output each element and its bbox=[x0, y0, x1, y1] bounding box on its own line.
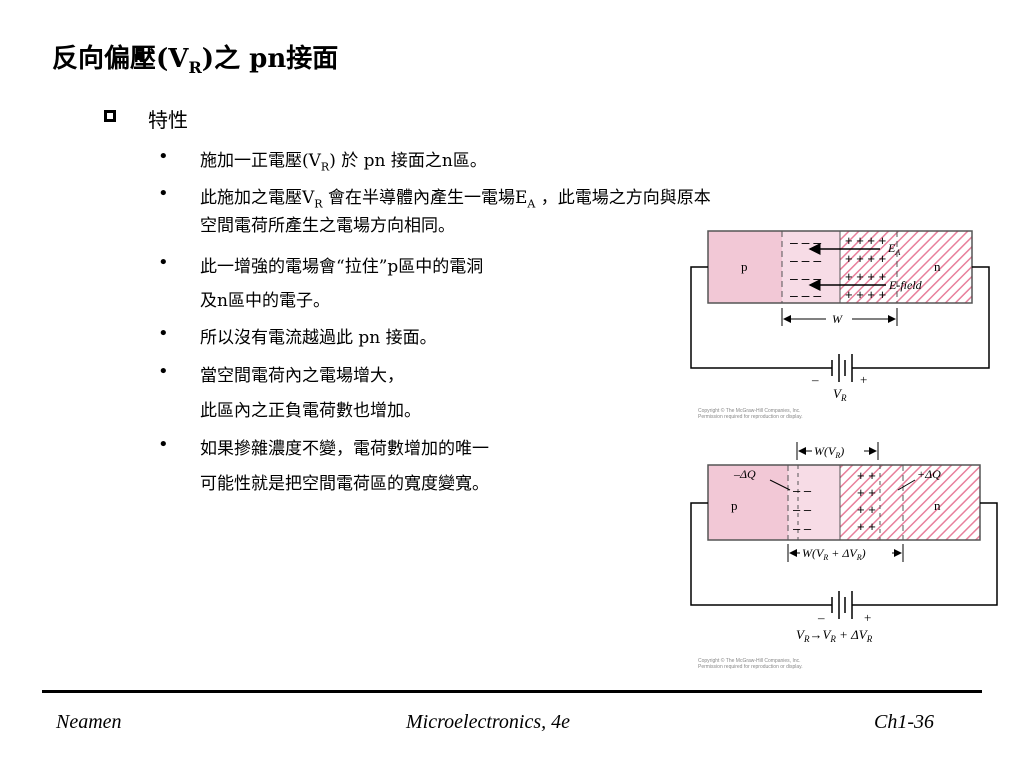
bullet-2-line-2: 空間電荷所產生之電場方向相同。 bbox=[200, 216, 455, 236]
minus-sign: – – bbox=[793, 483, 812, 498]
minus-sign: – – bbox=[793, 502, 812, 517]
copyright-text: Copyright © The McGraw-Hill Companies, I… bbox=[698, 407, 801, 414]
circuit-wire-left bbox=[690, 502, 832, 606]
plus-sign: + + + + bbox=[845, 233, 886, 248]
minus-sign: – – – bbox=[790, 234, 821, 250]
minus-sign: – – – bbox=[790, 270, 821, 286]
bullet-marker: • bbox=[158, 146, 169, 167]
p-region bbox=[708, 465, 788, 540]
p-region bbox=[708, 231, 782, 303]
dq-pointer-right bbox=[897, 479, 916, 491]
w-label: W bbox=[832, 312, 843, 326]
minus-sign: – – bbox=[793, 521, 812, 536]
ea-label: EA bbox=[887, 241, 900, 257]
section-heading: 特性 bbox=[148, 108, 188, 132]
vr-change-label: VR→VR + ΔVR bbox=[796, 627, 873, 644]
battery-plus: + bbox=[864, 610, 871, 625]
battery-minus: – bbox=[811, 372, 819, 387]
plus-sign: + + bbox=[857, 519, 876, 534]
copyright-text: Copyright © The McGraw-Hill Companies, I… bbox=[698, 657, 801, 664]
plus-sign: + + bbox=[857, 485, 876, 500]
n-region bbox=[840, 231, 972, 303]
plus-sign: + + bbox=[857, 502, 876, 517]
footer-book-title: Microelectronics, 4e bbox=[406, 711, 571, 733]
wvr-label: W(VR) bbox=[814, 444, 844, 460]
figure-1-reverse-bias: – – – – – – – – – – – – + + + + + + + + … bbox=[690, 230, 990, 420]
bullet-6-line-2: 可能性就是把空間電荷區的寬度變寬。 bbox=[200, 474, 489, 494]
bullet-3-line-2: 及n區中的電子。 bbox=[200, 291, 330, 311]
plus-sign: + + bbox=[857, 468, 876, 483]
plus-sign: + + + + bbox=[845, 287, 886, 302]
positive-dq-label: +ΔQ bbox=[917, 467, 941, 481]
minus-sign: – – – bbox=[790, 252, 821, 268]
n-region bbox=[840, 465, 980, 540]
pn-junction-figures: – – – – – – – – – – – – + + + + + + + + … bbox=[690, 230, 998, 670]
copyright-text: Permission required for reproduction or … bbox=[698, 664, 803, 670]
footer-divider bbox=[42, 690, 982, 693]
minus-sign: – – – bbox=[790, 287, 821, 303]
figure-2-widened-depletion: W(VR) –ΔQ +ΔQ – – – – – – + + + + + + + … bbox=[690, 442, 998, 670]
bullet-marker: • bbox=[158, 252, 169, 273]
battery-minus: – bbox=[817, 610, 825, 625]
plus-sign: + + + + bbox=[845, 269, 886, 284]
bullet-5-line-1: 當空間電荷內之電場增大， bbox=[200, 366, 404, 386]
circuit-wire-left bbox=[690, 266, 832, 369]
footer-page-number: Ch1-36 bbox=[874, 711, 934, 733]
bullet-1-text: 施加一正電壓(VR) 於 pn 接面之n區。 bbox=[200, 151, 487, 174]
n-label: n bbox=[934, 259, 941, 274]
depletion-negative bbox=[788, 465, 840, 540]
bullet-marker: • bbox=[158, 323, 169, 344]
copyright-text: Permission required for reproduction or … bbox=[698, 414, 803, 420]
page-title: 反向偏壓(VR)之 pn接面 bbox=[52, 44, 339, 78]
efield-label: E-field bbox=[888, 278, 923, 292]
plus-sign: + + + + bbox=[845, 251, 886, 266]
footer-author: Neamen bbox=[56, 711, 122, 733]
circuit-wire-right bbox=[852, 266, 990, 369]
bullet-marker: • bbox=[158, 361, 169, 382]
n-label: n bbox=[934, 498, 941, 513]
bullet-4-text: 所以沒有電流越過此 pn 接面。 bbox=[200, 328, 437, 348]
bullet-marker: • bbox=[158, 183, 169, 204]
bullet-3-line-1: 此一增強的電場會“拉住”p區中的電洞 bbox=[200, 257, 484, 277]
battery-plus: + bbox=[860, 372, 867, 387]
dq-pointer-left bbox=[769, 479, 791, 491]
bullet-2-line-1: 此施加之電壓VR 會在半導體內產生一電場EA ，此電場之方向與原本 bbox=[200, 188, 711, 211]
p-label: p bbox=[741, 259, 748, 274]
bullet-6-line-1: 如果摻雜濃度不變，電荷數增加的唯一 bbox=[200, 439, 489, 459]
bullet-5-line-2: 此區內之正負電荷數也增加。 bbox=[200, 401, 421, 421]
bullet-marker: • bbox=[158, 434, 169, 455]
negative-dq-label: –ΔQ bbox=[733, 467, 756, 481]
checkbox-bullet-icon bbox=[104, 110, 116, 122]
p-label: p bbox=[731, 498, 738, 513]
wvr2-label: W(VR + ΔVR) bbox=[802, 546, 866, 562]
vr-label: VR bbox=[833, 386, 847, 403]
circuit-wire-right bbox=[852, 502, 998, 606]
